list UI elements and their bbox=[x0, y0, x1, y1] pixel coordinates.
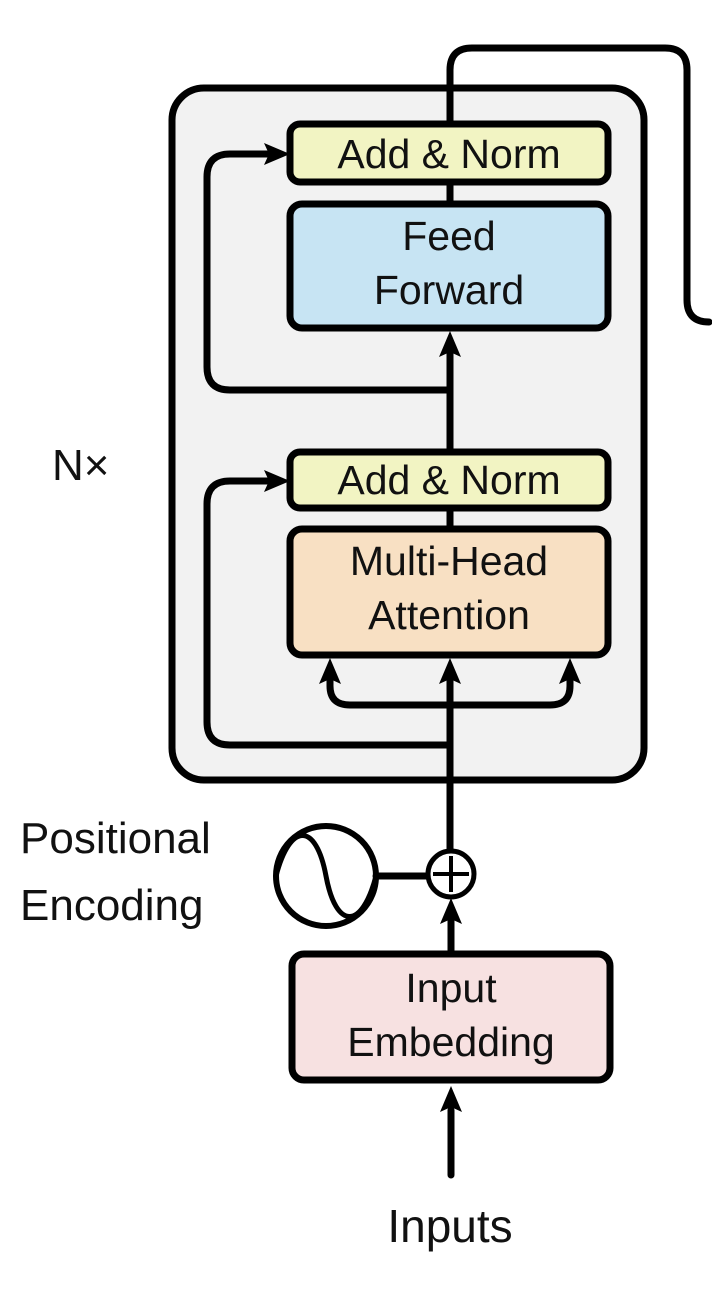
add-norm-bottom-label: Add & Norm bbox=[337, 457, 560, 503]
inputs-label: Inputs bbox=[387, 1200, 512, 1252]
input-embedding-block bbox=[288, 950, 614, 1084]
multi-head-attention-label-line1: Multi-Head bbox=[350, 538, 548, 584]
feed-forward-label-line1: Feed bbox=[402, 213, 495, 259]
residual-connection-bottom bbox=[203, 477, 454, 749]
embedding-input-arrowhead bbox=[440, 1086, 462, 1112]
positional-encoding-label-line1: Positional bbox=[20, 814, 211, 863]
feedforward-input-arrowhead bbox=[439, 331, 461, 357]
input-embedding-label-line2: Embedding bbox=[347, 1019, 554, 1065]
add-norm-top-block bbox=[286, 120, 612, 186]
encoder-output-connector bbox=[446, 44, 712, 326]
attention-input-arrowhead-center bbox=[439, 658, 461, 684]
multi-head-attention-label-line2: Attention bbox=[368, 592, 530, 638]
multi-head-attention-block bbox=[286, 525, 612, 659]
residual-connection-top bbox=[203, 150, 454, 394]
sine-wave-icon bbox=[273, 833, 379, 919]
adder-input-arrowhead bbox=[440, 898, 462, 924]
residual-bottom-arrowhead bbox=[264, 470, 290, 492]
attention-input-arrowhead-right bbox=[559, 658, 581, 684]
feed-forward-label-line2: Forward bbox=[374, 267, 524, 313]
add-norm-bottom-block bbox=[286, 448, 612, 512]
positional-encoding-label-line2: Encoding bbox=[20, 881, 203, 930]
attention-input-arrowhead-left bbox=[319, 658, 341, 684]
feed-forward-block bbox=[286, 200, 612, 332]
input-embedding-label-line1: Input bbox=[405, 965, 497, 1011]
repeat-count-label: N× bbox=[52, 441, 109, 490]
add-norm-top-label: Add & Norm bbox=[337, 131, 560, 177]
attention-input-fork bbox=[326, 676, 574, 709]
residual-top-arrowhead bbox=[264, 143, 290, 165]
